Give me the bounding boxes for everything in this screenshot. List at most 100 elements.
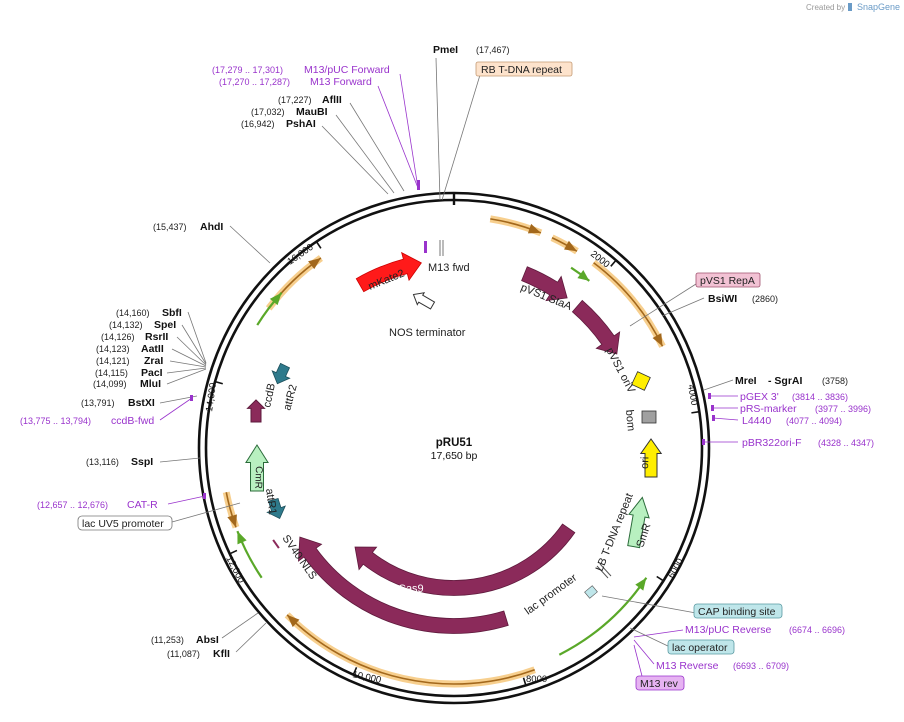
- enzyme-ahdi-pos: (15,437): [153, 222, 187, 232]
- enzyme-pmei: PmeI: [433, 44, 458, 56]
- primer-m13-forward: M13 Forward: [310, 76, 372, 88]
- snapgene-logo-icon: [848, 3, 852, 11]
- primer-m13-reverse-range: (6693 .. 6709): [733, 661, 789, 671]
- orf-arc-left-green-upper-head: [269, 292, 282, 306]
- m13-primer-marker: [417, 180, 420, 190]
- enzyme-paci-pos: (14,115): [95, 368, 128, 378]
- ccdb-fwd-leader: [159, 397, 193, 421]
- tick-mark-2: [691, 410, 700, 414]
- tick-label-14000: 14,000: [204, 382, 219, 412]
- primer-prs-marker-range: (3977 .. 3996): [815, 404, 871, 414]
- orf-arc-left-green-lower-head: [237, 531, 247, 545]
- tick-label-12000: 12,000: [223, 554, 246, 585]
- primer-m13puc-reverse-range: (6674 .. 6696): [789, 625, 845, 635]
- enzyme-pmei-pos: (17,467): [476, 45, 510, 55]
- lac-operator-box: [667, 639, 735, 655]
- tick-mark-6: [229, 549, 238, 555]
- enzyme-bsiwi: BsiWI: [708, 293, 737, 305]
- ccdb-arrow: [246, 399, 266, 423]
- tick-mark-3: [656, 575, 664, 582]
- pvs1-staa-arrow: [521, 266, 568, 302]
- enzyme-mrei: MreI: [735, 375, 757, 387]
- orf-arc-bottom-cas9-head: [287, 614, 300, 628]
- primer-m13puc-forward: M13/pUC Forward: [304, 64, 390, 76]
- enzyme-spei-pos: (14,132): [109, 320, 143, 330]
- tick-mark-4: [522, 677, 527, 686]
- lac-operator-label: lac operator: [672, 642, 728, 654]
- rb-repeat-leader: [441, 74, 481, 201]
- enzyme-absi: AbsI: [196, 634, 219, 646]
- pvs1-oriv-arrow: [571, 299, 621, 355]
- feature-label-ccdb: ccdB: [261, 382, 278, 408]
- orf-arc-staa-head: [564, 240, 577, 252]
- m13-rev-box: [635, 675, 685, 691]
- lac-uv5-leader: [171, 502, 241, 523]
- kfli-leader: [235, 622, 267, 653]
- enzyme-aatii-pos: (14,123): [96, 344, 130, 354]
- enzyme-pshai-pos: (16,942): [241, 119, 275, 129]
- pvs1-repa-box: [695, 272, 761, 288]
- l4440-marker: [712, 415, 715, 421]
- cap-binding-site-box: [693, 603, 783, 619]
- m13-puc-fwd-leader: [399, 73, 419, 189]
- primer-m13-reverse: M13 Reverse: [656, 660, 719, 672]
- orf-arc-oriv-head: [652, 333, 663, 347]
- cap-binding-site-label: CAP binding site: [698, 606, 776, 618]
- nos-terminator-arrow: [412, 292, 436, 310]
- orf-arc-repa-green-head: [577, 270, 590, 281]
- bom-square: [641, 410, 657, 424]
- primer-m13-forward-range: (17,270 .. 17,287): [219, 77, 290, 87]
- rb-tdna-repeat-label: RB T-DNA repeat: [481, 64, 562, 76]
- enzyme-aatii: AatII: [141, 343, 164, 355]
- orf-arc-bottom-cas9-line: [286, 614, 535, 685]
- primer-m13puc-reverse: M13/pUC Reverse: [685, 624, 772, 636]
- mkate2-arrow: [355, 251, 422, 293]
- primer-cat-r-range: (12,657 .. 12,676): [37, 500, 108, 510]
- enzyme-spei: SpeI: [154, 319, 176, 331]
- primer-prs-marker: pRS-marker: [740, 403, 797, 415]
- watermark-brand: SnapGene: [857, 2, 900, 12]
- feature-label-lb-tdna-repeat: LB T-DNA repeat: [594, 492, 636, 573]
- primer-pgex3: pGEX 3': [740, 391, 779, 403]
- feature-label-ori: ori: [639, 456, 651, 469]
- m13-rev-label: M13 rev: [640, 678, 679, 690]
- pbr322ori-marker: [702, 439, 705, 445]
- primer-pbr322ori-f: pBR322ori-F: [742, 437, 802, 449]
- enzyme-aflii: AflII: [322, 94, 342, 106]
- tick-mark-8: [315, 241, 322, 249]
- orf-arc-top-left-head: [308, 257, 321, 270]
- pvs1-repa-label: pVS1 RepA: [700, 275, 755, 287]
- lac-uv5-promoter-label: lac UV5 promoter: [82, 518, 164, 530]
- feature-label-pvs1-oriv: pVS1 oriV: [603, 346, 637, 396]
- pgex-marker: [708, 393, 711, 399]
- ahdi-leader: [229, 225, 271, 264]
- watermark-prefix: Created by: [806, 3, 845, 12]
- orf-arc-smr-green-line: [558, 577, 648, 656]
- cas9-outer-arrow: [298, 536, 509, 634]
- enzyme-sgrai-pos: (3758): [822, 376, 848, 386]
- pvs1-oriv-square: [631, 371, 651, 391]
- enzyme-zrai-pos: (14,121): [96, 356, 130, 366]
- enzyme-sbfi: SbfI: [162, 307, 182, 319]
- tick-label-4000: 4000: [685, 384, 700, 407]
- plasmid-size: 17,650 bp: [431, 450, 478, 462]
- cmr-arrow: [245, 444, 269, 492]
- enzyme-sspi: SspI: [131, 456, 153, 468]
- feature-label-cmr: CmR: [252, 466, 264, 489]
- pmei-leader: [435, 57, 441, 201]
- cat-r-leader: [167, 495, 206, 505]
- primer-cat-r: CAT-R: [127, 499, 158, 511]
- enzyme-bstxi: BstXI: [128, 397, 155, 409]
- orf-arc-smr-green-head: [635, 577, 647, 591]
- primer-pgex3-range: (3814 .. 3836): [792, 392, 848, 402]
- l4440-leader: [712, 417, 739, 421]
- smr-arrow: [627, 496, 650, 549]
- orf-arc-top-right-head: [527, 223, 541, 234]
- tick-mark-5: [352, 667, 358, 675]
- primer-ccdb-fwd: ccdB-fwd: [111, 415, 154, 427]
- cap-site-leader: [601, 595, 697, 614]
- pvs1-repa-leader: [629, 283, 697, 327]
- ccdb-fwd-marker: [190, 395, 193, 401]
- tick-mark-1: [610, 259, 617, 267]
